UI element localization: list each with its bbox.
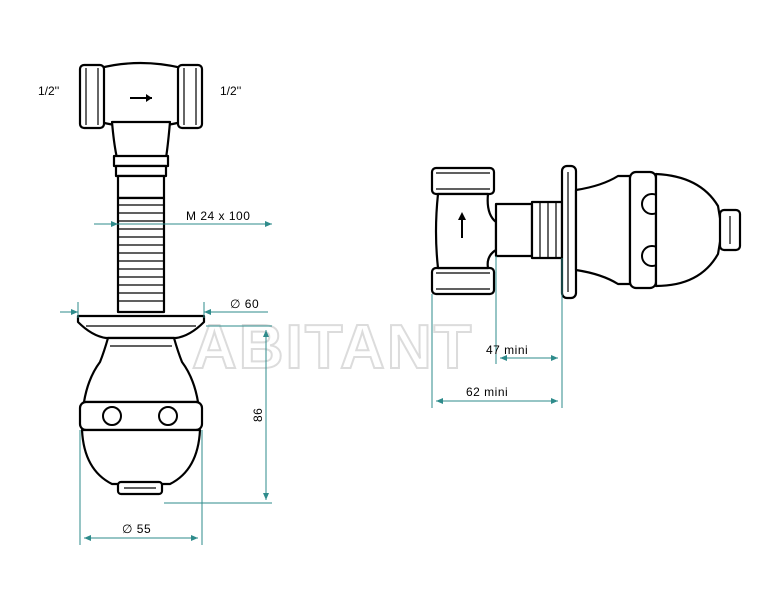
knob-hole-right <box>158 406 178 426</box>
neck-collar <box>112 154 170 168</box>
flow-direction-icon <box>458 212 466 238</box>
flow-arrow-icon <box>130 94 152 102</box>
height-label: 86 <box>251 408 265 422</box>
max-depth-label: 62 mini <box>466 385 508 399</box>
inlet-size-label: 1/2'' <box>38 84 59 98</box>
side-threaded-segment <box>530 200 564 260</box>
knob-band <box>78 400 204 432</box>
outlet-size-label: 1/2'' <box>220 84 241 98</box>
side-top-nut <box>430 166 496 196</box>
side-knob-neck <box>574 174 632 286</box>
side-bottom-nut <box>430 266 496 296</box>
watermark-text: ABITANT <box>192 313 473 382</box>
threaded-stem <box>116 196 166 314</box>
side-connector <box>494 202 534 258</box>
knob-dome <box>80 428 202 486</box>
valve-neck <box>110 120 172 160</box>
thread-dimension-label: M 24 x 100 <box>186 209 250 223</box>
knob-diameter-label: ∅ 55 <box>122 522 151 536</box>
side-view: 47 mini 62 mini <box>430 164 742 408</box>
side-knob-band <box>628 170 658 290</box>
wall-flange <box>76 314 206 340</box>
side-valve-body <box>434 192 498 270</box>
knob-upper <box>82 336 200 404</box>
flange-diameter-label: ∅ 60 <box>230 297 259 311</box>
front-view: 1/2'' 1/2'' M 24 x 100 ∅ 60 86 ∅ 55 <box>38 61 272 545</box>
side-flange <box>560 164 578 300</box>
min-depth-label: 47 mini <box>486 343 528 357</box>
right-nut <box>176 63 204 130</box>
inlet-pipe-body <box>98 61 184 129</box>
side-knob-dome <box>654 172 724 288</box>
neck-shaft <box>116 174 166 200</box>
knob-hole-left <box>102 406 122 426</box>
left-nut <box>78 63 106 130</box>
neck-ring <box>114 164 168 178</box>
